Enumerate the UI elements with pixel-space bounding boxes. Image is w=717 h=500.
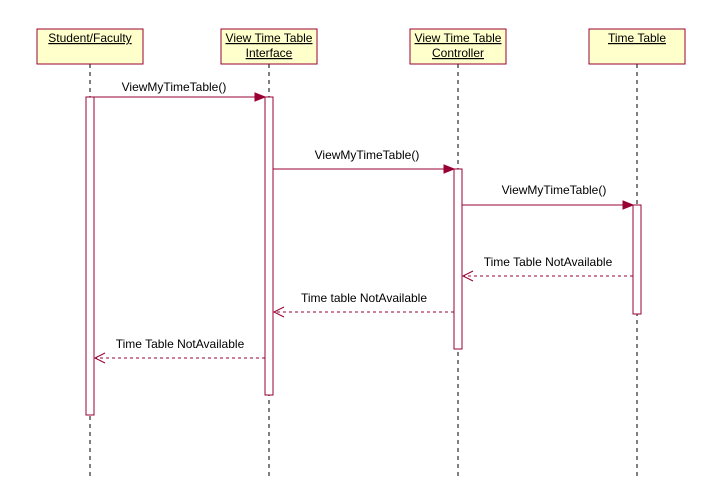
message-label-1: ViewMyTimeTable() [122,80,227,94]
activation-controller [453,168,463,350]
object-student-label: Student/Faculty [48,31,131,45]
object-interface-label-line1: View Time Table [226,31,313,45]
message-label-2: ViewMyTimeTable() [315,148,420,162]
message-call-3: ViewMyTimeTable() [462,183,635,210]
arrowhead-open [272,306,285,318]
message-return-2: Time table NotAvailable [272,291,454,318]
object-interface-label-line2: Interface [246,46,293,60]
message-label-4: Time Table NotAvailable [484,255,613,269]
object-interface[interactable]: View Time Table Interface [220,28,318,65]
object-controller-label-line2: Controller [432,46,484,60]
activation-timetable [632,204,642,315]
message-label-5: Time table NotAvailable [301,291,427,305]
object-student[interactable]: Student/Faculty [36,28,144,65]
activation-interface [264,96,274,396]
arrowhead-filled [622,200,635,210]
object-timetable[interactable]: Time Table [588,28,686,65]
message-return-3: Time Table NotAvailable [93,337,265,364]
arrowhead-open [93,352,106,364]
activation-student [85,96,95,416]
message-return-1: Time Table NotAvailable [461,255,633,282]
message-label-6: Time Table NotAvailable [116,337,245,351]
object-controller-label-line1: View Time Table [415,31,502,45]
arrowhead-filled [443,164,456,174]
message-call-1: ViewMyTimeTable() [94,80,267,102]
object-timetable-label: Time Table [608,31,666,45]
arrowhead-filled [254,92,267,102]
arrowhead-open [461,270,474,282]
message-call-2: ViewMyTimeTable() [273,148,456,174]
message-label-3: ViewMyTimeTable() [502,183,607,197]
object-controller[interactable]: View Time Table Controller [409,28,507,65]
